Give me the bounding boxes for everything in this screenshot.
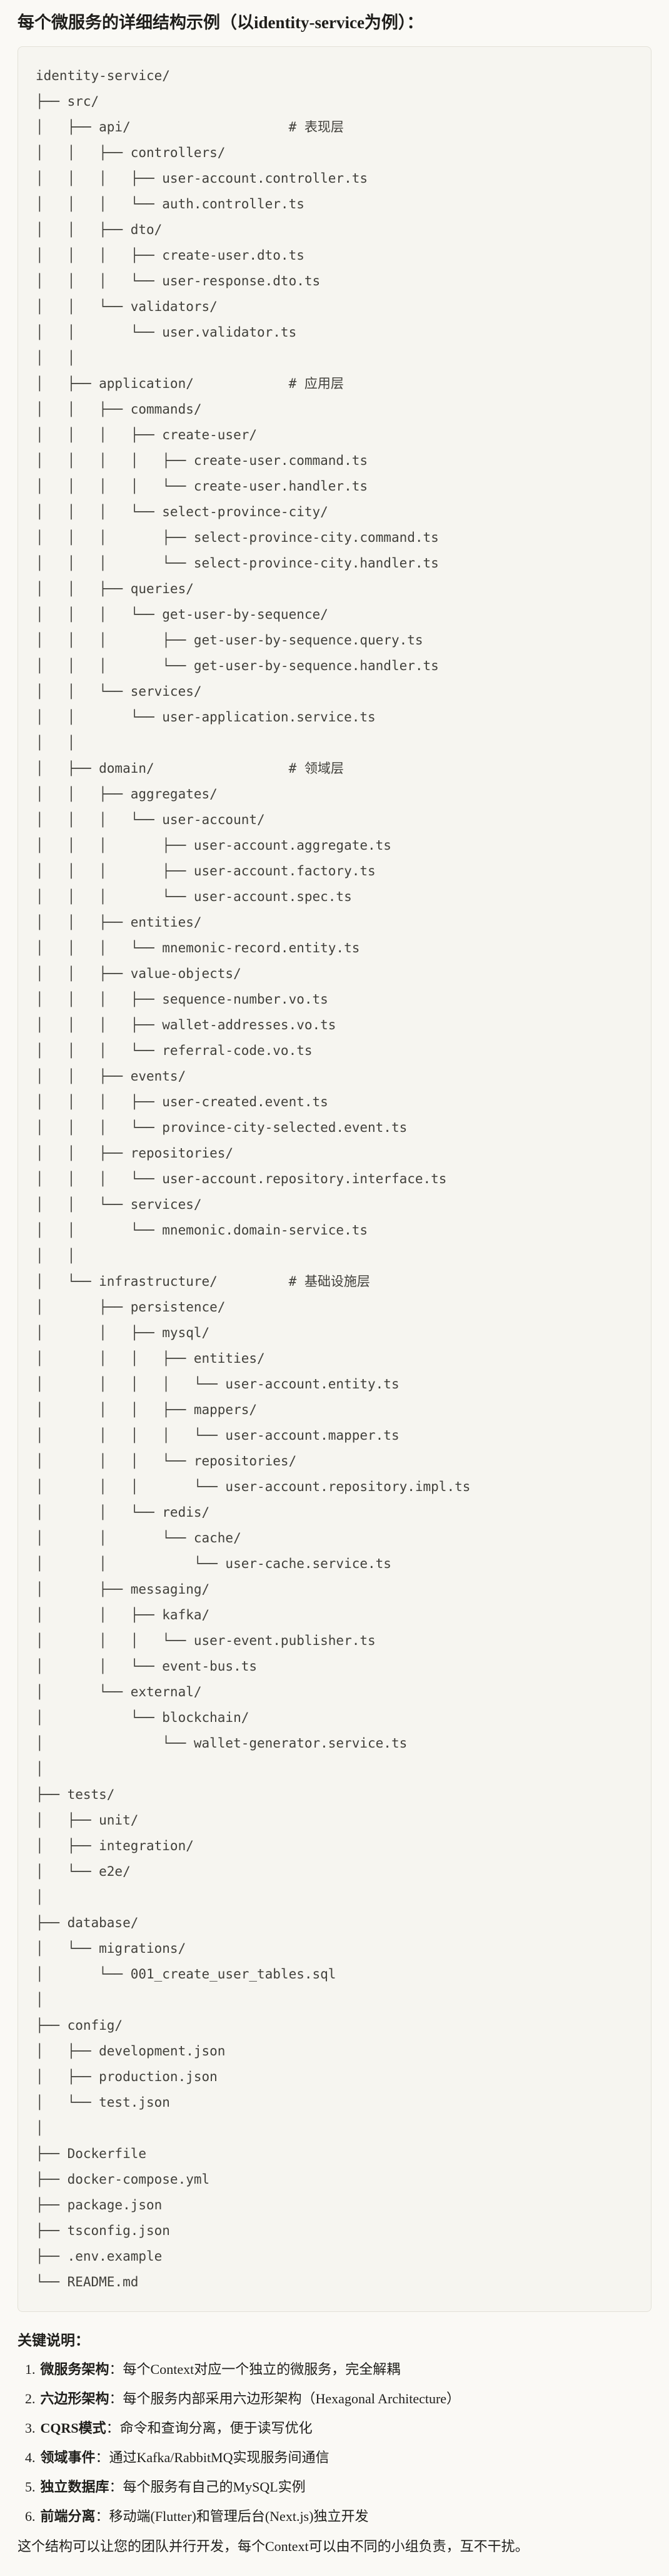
note-term: 六边形架构 — [40, 2391, 109, 2406]
note-number: 4. — [25, 2450, 36, 2465]
note-separator: ： — [95, 2450, 109, 2465]
note-item-cqrs: 3.CQRS模式：命令和查询分离，便于读写优化 — [25, 2418, 651, 2438]
note-number: 5. — [25, 2479, 36, 2495]
note-number: 1. — [25, 2361, 36, 2377]
note-description: 命令和查询分离，便于读写优化 — [119, 2420, 313, 2436]
page-title: 每个微服务的详细结构示例（以identity-service为例）： — [18, 13, 424, 32]
note-description: 移动端(Flutter)和管理后台(Next.js)独立开发 — [109, 2508, 369, 2524]
file-tree-code: identity-service/ ├── src/ │ ├── api/ # … — [36, 68, 471, 2289]
note-term: 微服务架构 — [40, 2361, 109, 2377]
note-separator: ： — [109, 2361, 123, 2377]
note-term: CQRS模式 — [40, 2420, 106, 2436]
note-separator: ： — [109, 2479, 123, 2495]
document-page: 每个微服务的详细结构示例（以identity-service为例）： ident… — [18, 11, 651, 2557]
note-description: 通过Kafka/RabbitMQ实现服务间通信 — [109, 2450, 329, 2465]
note-term: 前端分离 — [40, 2508, 96, 2524]
notes-section: 关键说明： 1.微服务架构：每个Context对应一个独立的微服务，完全解耦 2… — [18, 2331, 651, 2557]
note-description: 每个服务内部采用六边形架构（Hexagonal Architecture） — [123, 2391, 461, 2406]
note-item-hexagonal: 2. 六边形架构：每个服务内部采用六边形架构（Hexagonal Architec… — [25, 2389, 651, 2409]
note-term: 领域事件 — [40, 2450, 96, 2465]
note-term: 独立数据库 — [40, 2479, 109, 2495]
note-number: 2. — [25, 2391, 36, 2406]
note-number: 6. — [25, 2508, 36, 2524]
note-separator: ： — [106, 2420, 120, 2436]
note-separator: ： — [109, 2391, 123, 2406]
note-item-domain-events: 4. 领域事件：通过Kafka/RabbitMQ实现服务间通信 — [25, 2448, 651, 2468]
note-number: 3. — [25, 2420, 36, 2436]
note-item-independent-db: 5.独立数据库：每个服务有自己的MySQL实例 — [25, 2477, 651, 2497]
code-block: identity-service/ ├── src/ │ ├── api/ # … — [18, 46, 651, 2312]
note-separator: ： — [95, 2508, 109, 2524]
notes-list: 1.微服务架构：每个Context对应一个独立的微服务，完全解耦 2.六边形架构… — [18, 2360, 651, 2527]
note-item-microservices: 1.微服务架构：每个Context对应一个独立的微服务，完全解耦 — [25, 2360, 651, 2380]
note-item-frontend-separation: 6.前端分离：移动端(Flutter)和管理后台(Next.js)独立开发 — [25, 2507, 651, 2527]
note-description: 每个Context对应一个独立的微服务，完全解耦 — [123, 2361, 401, 2377]
closing-paragraph: 这个结构可以让您的团队并行开发，每个Context可以由不同的小组负责，互不干扰… — [18, 2538, 529, 2554]
note-description: 每个服务有自己的MySQL实例 — [123, 2479, 306, 2495]
notes-heading: 关键说明： — [18, 2333, 89, 2348]
